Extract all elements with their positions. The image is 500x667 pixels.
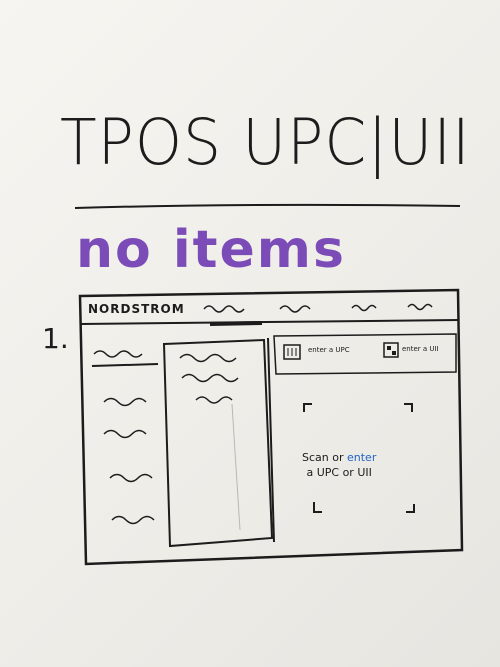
title-underline <box>74 203 461 209</box>
viewfinder-corner <box>313 502 322 513</box>
scan-prompt-prefix: Scan or <box>302 451 344 464</box>
enter-uii-button[interactable]: enter a UII <box>402 345 439 353</box>
screen-frame <box>78 288 464 566</box>
middle-panel-frame <box>162 338 274 548</box>
nav-item-squiggle <box>351 304 377 312</box>
step-number: 1. <box>42 322 69 355</box>
left-panel-heading <box>93 350 143 358</box>
nav-item-squiggle <box>203 305 245 313</box>
whiteboard-subtitle: no items <box>76 220 346 280</box>
middle-panel-item <box>181 373 239 383</box>
middle-panel-item <box>179 353 237 363</box>
left-panel-underline <box>91 363 159 367</box>
left-panel-item <box>103 429 147 439</box>
viewfinder-corner <box>406 504 415 513</box>
barcode-icon <box>283 344 301 360</box>
nav-item-squiggle <box>407 303 433 311</box>
scan-prompt: Scan or enter a UPC or UII <box>302 450 376 480</box>
middle-panel-item <box>195 396 233 404</box>
brand-logo: NORDSTROM <box>88 302 185 316</box>
header-divider <box>80 319 460 325</box>
viewfinder-corner <box>303 403 312 412</box>
right-panel-divider <box>267 337 275 543</box>
active-nav-underline <box>209 321 263 326</box>
scan-prompt-suffix: a UPC or UII <box>306 466 372 479</box>
left-panel-item <box>103 397 147 407</box>
qr-code-icon <box>383 342 399 358</box>
enter-upc-button[interactable]: enter a UPC <box>308 346 350 354</box>
left-panel-item <box>111 515 155 525</box>
middle-panel-scroll-line <box>231 403 241 531</box>
viewfinder-corner <box>404 403 413 412</box>
whiteboard-title: TPOS UPC|UII <box>60 106 471 180</box>
entry-bar-frame <box>273 333 457 375</box>
enter-link[interactable]: enter <box>347 451 377 464</box>
left-panel-item <box>109 473 153 483</box>
nav-item-squiggle <box>279 305 311 313</box>
